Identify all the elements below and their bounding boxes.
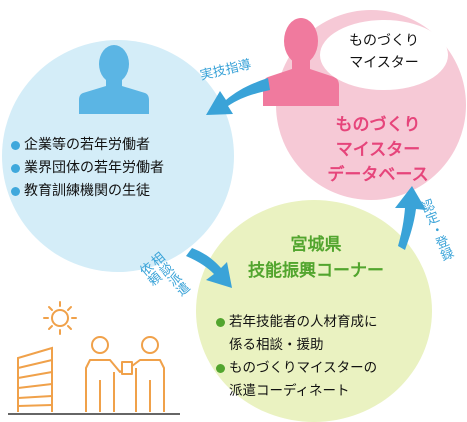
consult-request-arrow	[186, 248, 232, 288]
skills-corner-service-list: 若年技能者の人材育成に 係る相談・援助 ものづくりマイスターの 派遣コーディネー…	[216, 311, 460, 403]
meister-label-bubble	[320, 20, 448, 90]
worker-list: 企業等の若年労働者 業界団体の若年労働者 教育訓練機関の生徒	[10, 134, 164, 203]
meister-database-title: ものづくり マイスター データベース	[327, 115, 429, 185]
sun-icon	[43, 301, 77, 335]
miyagi-skills-corner-title: 宮城県 技能振興コーナー	[248, 235, 384, 281]
list-item: 教育訓練機関の生徒	[10, 180, 164, 203]
worker-silhouette-icon	[79, 45, 149, 114]
list-item: 業界団体の若年労働者	[10, 157, 164, 180]
guidance-arrow	[206, 78, 270, 115]
miyagi-skills-corner-circle	[196, 200, 432, 422]
people-icon	[85, 336, 165, 412]
certification-arrow	[395, 186, 426, 250]
list-item: 企業等の若年労働者	[10, 134, 164, 157]
meister-silhouette-icon	[263, 18, 339, 106]
building-icon	[17, 346, 53, 412]
list-item: 若年技能者の人材育成に 係る相談・援助	[216, 311, 460, 357]
list-item: ものづくりマイスターの 派遣コーディネート	[216, 357, 460, 403]
meister-bubble-text: ものづくり マイスター	[349, 33, 419, 71]
